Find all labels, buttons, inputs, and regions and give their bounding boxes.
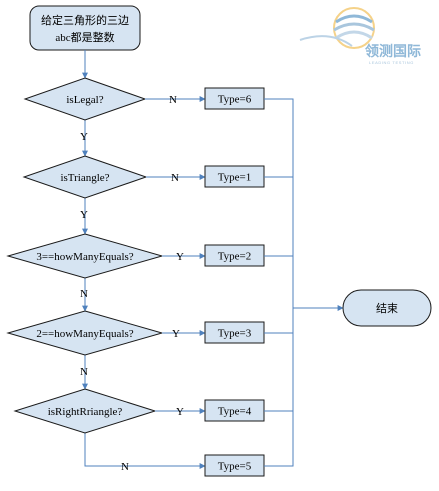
logo-text-en: LEADING TESTING [369,60,414,65]
logo-text-cn: 领测国际 [365,43,421,60]
start-text-line1: 给定三角形的三边 [41,13,129,27]
result-type3: Type=3 [204,321,265,344]
label-d2-no: N [171,172,179,184]
result-type2-text: Type=2 [218,251,252,263]
result-type2: Type=2 [204,244,265,267]
globe-icon [299,7,375,49]
decision-3-equals-text: 3==howManyEquals? [36,251,133,263]
decision-is-triangle-text: isTriangle? [60,172,109,184]
result-type1: Type=1 [204,165,265,188]
label-d3-no: N [80,288,88,300]
decision-2-equals: 2==howManyEquals? [6,310,164,356]
label-d5-no: N [121,461,129,473]
start-text-line2: abc都是整数 [55,30,114,44]
result-type5: Type=5 [204,454,265,477]
start-box: 给定三角形的三边 abc都是整数 [29,5,141,51]
result-type6: Type=6 [204,87,265,110]
decision-is-right-triangle: isRightRriangle? [13,388,157,434]
result-type5-text: Type=5 [218,461,252,473]
label-d5-yes: Y [176,406,184,418]
result-type3-text: Type=3 [218,328,252,340]
result-type1-text: Type=1 [218,172,252,184]
decision-is-legal: isLegal? [23,77,147,121]
decision-is-legal-text: isLegal? [66,94,103,106]
label-d1-yes: Y [80,131,88,143]
label-d2-yes: Y [80,209,88,221]
label-d4-no: N [80,366,88,378]
arrow-d5-to-type5 [84,433,206,469]
label-d3-yes: Y [176,251,184,263]
label-d1-no: N [169,94,177,106]
end-terminal: 结束 [342,289,432,327]
decision-is-right-triangle-text: isRightRriangle? [48,406,123,418]
result-type4: Type=4 [204,399,265,422]
decision-is-triangle: isTriangle? [22,155,148,199]
decision-3-equals: 3==howManyEquals? [6,233,164,279]
collector-lines [264,98,294,467]
end-text: 结束 [376,302,398,315]
label-d4-yes: Y [172,328,180,340]
result-type4-text: Type=4 [218,406,252,418]
result-type6-text: Type=6 [218,94,252,106]
logo: 领测国际 LEADING TESTING [299,7,421,65]
decision-2-equals-text: 2==howManyEquals? [36,328,133,340]
